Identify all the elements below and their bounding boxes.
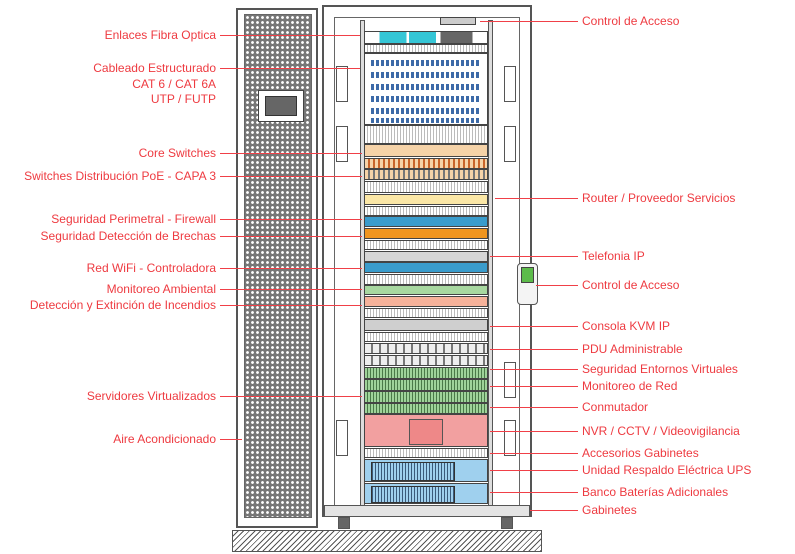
- label-nvr: NVR / CCTV / Videovigilancia: [582, 424, 740, 438]
- server: [364, 391, 488, 403]
- nvr: [364, 414, 488, 447]
- blank-panel: [364, 181, 488, 193]
- blank-panel: [364, 274, 488, 285]
- blank-panel: [364, 240, 488, 250]
- label-utp: UTP / FUTP: [150, 92, 216, 106]
- keypad-screen: [521, 267, 534, 283]
- cabinet-handle: [336, 126, 348, 162]
- label-access-control: Control de Acceso: [582, 14, 680, 28]
- cabinet-handle: [336, 66, 348, 102]
- accessory-panel: [364, 448, 488, 458]
- blank-panel: [364, 332, 488, 342]
- blank-panel: [364, 308, 488, 318]
- fire-suppression: [364, 296, 488, 307]
- cabinet-handle: [504, 66, 516, 102]
- label-core-switches: Core Switches: [138, 146, 216, 160]
- label-ups: Unidad Respaldo Eléctrica UPS: [582, 463, 752, 477]
- firewall: [364, 216, 488, 227]
- fiber-optic-panel: [364, 31, 488, 44]
- ip-telephony: [364, 251, 488, 262]
- pdu: [364, 343, 488, 354]
- pdu: [364, 355, 488, 366]
- label-accessories: Accesorios Gabinetes: [582, 446, 699, 460]
- blank-panel: [364, 206, 488, 216]
- wifi-controller: [364, 262, 488, 273]
- cabinet-base: [324, 505, 530, 517]
- label-env-monitoring: Monitoreo Ambiental: [106, 282, 216, 296]
- label-fiber-optic: Enlaces Fibra Optica: [104, 28, 216, 42]
- ac-display-panel: [258, 90, 304, 122]
- label-wifi: Red WiFi - Controladora: [86, 261, 216, 275]
- label-virtual-security: Seguridad Entornos Virtuales: [582, 362, 738, 376]
- label-poe-switches: Switches Distribución PoE - CAPA 3: [24, 169, 216, 183]
- label-air-conditioning: Aire Acondicionado: [113, 432, 216, 446]
- cabinet-handle: [336, 420, 348, 456]
- poe-switch: [364, 158, 488, 169]
- label-access-control-2: Control de Acceso: [582, 278, 680, 292]
- label-servers: Servidores Virtualizados: [86, 389, 216, 403]
- caster-wheel: [501, 517, 513, 529]
- cabinet-handle: [504, 126, 516, 162]
- access-control-keypad: [517, 263, 538, 305]
- environmental-monitor: [364, 285, 488, 295]
- cable-manager: [364, 125, 488, 144]
- access-control-unit: [440, 17, 476, 25]
- server: [364, 367, 488, 379]
- intrusion-detection: [364, 228, 488, 239]
- label-fire: Detección y Extinción de Incendios: [29, 298, 216, 312]
- label-cabinets: Gabinetes: [582, 503, 637, 517]
- server: [364, 403, 488, 414]
- core-switch: [364, 144, 488, 157]
- floor: [232, 530, 542, 552]
- label-firewall: Seguridad Perimetral - Firewall: [51, 212, 216, 226]
- cable-manager: [364, 44, 488, 53]
- label-router: Router / Proveedor Servicios: [582, 191, 736, 205]
- kvm-console: [364, 319, 488, 331]
- label-ip-telephony: Telefonia IP: [582, 249, 645, 263]
- right-rail: [488, 20, 493, 506]
- label-pdu: PDU Administrable: [582, 342, 683, 356]
- label-kvm: Consola KVM IP: [582, 319, 671, 333]
- label-structured-cabling: Cableado Estructurado: [93, 61, 216, 75]
- battery-bank: [364, 483, 488, 504]
- server: [364, 379, 488, 391]
- poe-switch: [364, 169, 488, 180]
- caster-wheel: [338, 517, 350, 529]
- cabinet-handle: [504, 362, 516, 398]
- patch-panels: [364, 53, 488, 125]
- router: [364, 194, 488, 205]
- label-network-monitoring: Monitoreo de Red: [582, 379, 678, 393]
- label-batteries: Banco Baterías Adicionales: [582, 485, 729, 499]
- ups: [364, 459, 488, 482]
- label-breach-detection: Seguridad Detección de Brechas: [40, 229, 216, 243]
- label-cat6: CAT 6 / CAT 6A: [132, 77, 216, 91]
- cabinet-handle: [504, 420, 516, 456]
- label-switcher: Conmutador: [582, 400, 649, 414]
